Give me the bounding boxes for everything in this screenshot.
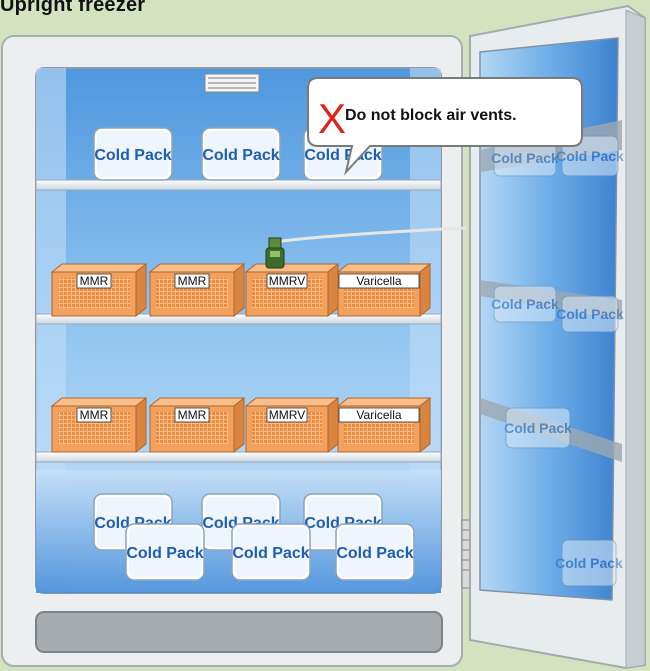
x-mark-icon: X bbox=[318, 95, 346, 142]
door-cold-pack-3: Cold Pack bbox=[491, 286, 559, 322]
door-cold-pack-label: Cold Pack bbox=[491, 150, 559, 166]
cold-pack-label: Cold Pack bbox=[126, 545, 203, 562]
vaccine-box-label: MMRV bbox=[269, 274, 305, 288]
cold-pack-bottom-front-2: Cold Pack bbox=[232, 524, 310, 580]
vaccine-box-label: MMR bbox=[178, 408, 207, 422]
vaccine-box-label: Varicella bbox=[356, 274, 401, 288]
vaccine-box-label: MMR bbox=[80, 408, 109, 422]
door-hinge-icon bbox=[462, 520, 470, 588]
cold-pack-label: Cold Pack bbox=[202, 147, 279, 164]
vaccine-box-label: MMR bbox=[178, 274, 207, 288]
cold-pack-bottom-front-1: Cold Pack bbox=[126, 524, 204, 580]
door-cold-pack-label: Cold Pack bbox=[556, 148, 624, 164]
cold-pack-top-2: Cold Pack bbox=[202, 128, 280, 180]
door-cold-pack-label: Cold Pack bbox=[555, 555, 623, 571]
cold-pack-top-1: Cold Pack bbox=[94, 128, 172, 180]
air-vent-icon bbox=[205, 74, 259, 92]
vaccine-box-label: Varicella bbox=[356, 408, 401, 422]
door-cold-pack-label: Cold Pack bbox=[556, 306, 624, 322]
bottom-front-packs: Cold Pack Cold Pack Cold Pack bbox=[126, 524, 414, 580]
base-grille bbox=[36, 612, 442, 652]
callout-text: Do not block air vents. bbox=[345, 107, 517, 124]
vaccine-box-shelf3-2: MMR bbox=[150, 398, 244, 452]
door-cold-pack-label: Cold Pack bbox=[504, 420, 572, 436]
door-cold-pack-5: Cold Pack bbox=[504, 408, 572, 448]
vaccine-box-shelf2-3: MMRV bbox=[246, 264, 338, 316]
shelf2-boxes: MMR MMR MMRV Varicella bbox=[52, 264, 430, 316]
vaccine-box-shelf2-1: MMR bbox=[52, 264, 146, 316]
vaccine-box-shelf2-2: MMR bbox=[150, 264, 244, 316]
vaccine-box-shelf3-4: Varicella bbox=[338, 398, 430, 452]
cold-pack-label: Cold Pack bbox=[336, 545, 413, 562]
temperature-probe-bottle bbox=[266, 238, 284, 268]
door-cold-pack-label: Cold Pack bbox=[491, 296, 559, 312]
vaccine-box-label: MMRV bbox=[269, 408, 305, 422]
cold-pack-label: Cold Pack bbox=[232, 545, 309, 562]
cold-pack-label: Cold Pack bbox=[304, 147, 381, 164]
vaccine-box-label: MMR bbox=[80, 274, 109, 288]
cold-pack-label: Cold Pack bbox=[94, 147, 171, 164]
door-cold-pack-4: Cold Pack bbox=[556, 296, 624, 332]
shelf-1 bbox=[36, 180, 441, 190]
shelf-3 bbox=[36, 452, 441, 462]
shelf3-boxes: MMR MMR MMRV Varicella bbox=[52, 398, 430, 452]
cold-pack-bottom-front-3: Cold Pack bbox=[336, 524, 414, 580]
door-cold-pack-6: Cold Pack bbox=[555, 540, 623, 586]
vaccine-box-shelf3-1: MMR bbox=[52, 398, 146, 452]
vaccine-box-shelf2-4: Varicella bbox=[338, 264, 430, 316]
vaccine-box-shelf3-3: MMRV bbox=[246, 398, 338, 452]
